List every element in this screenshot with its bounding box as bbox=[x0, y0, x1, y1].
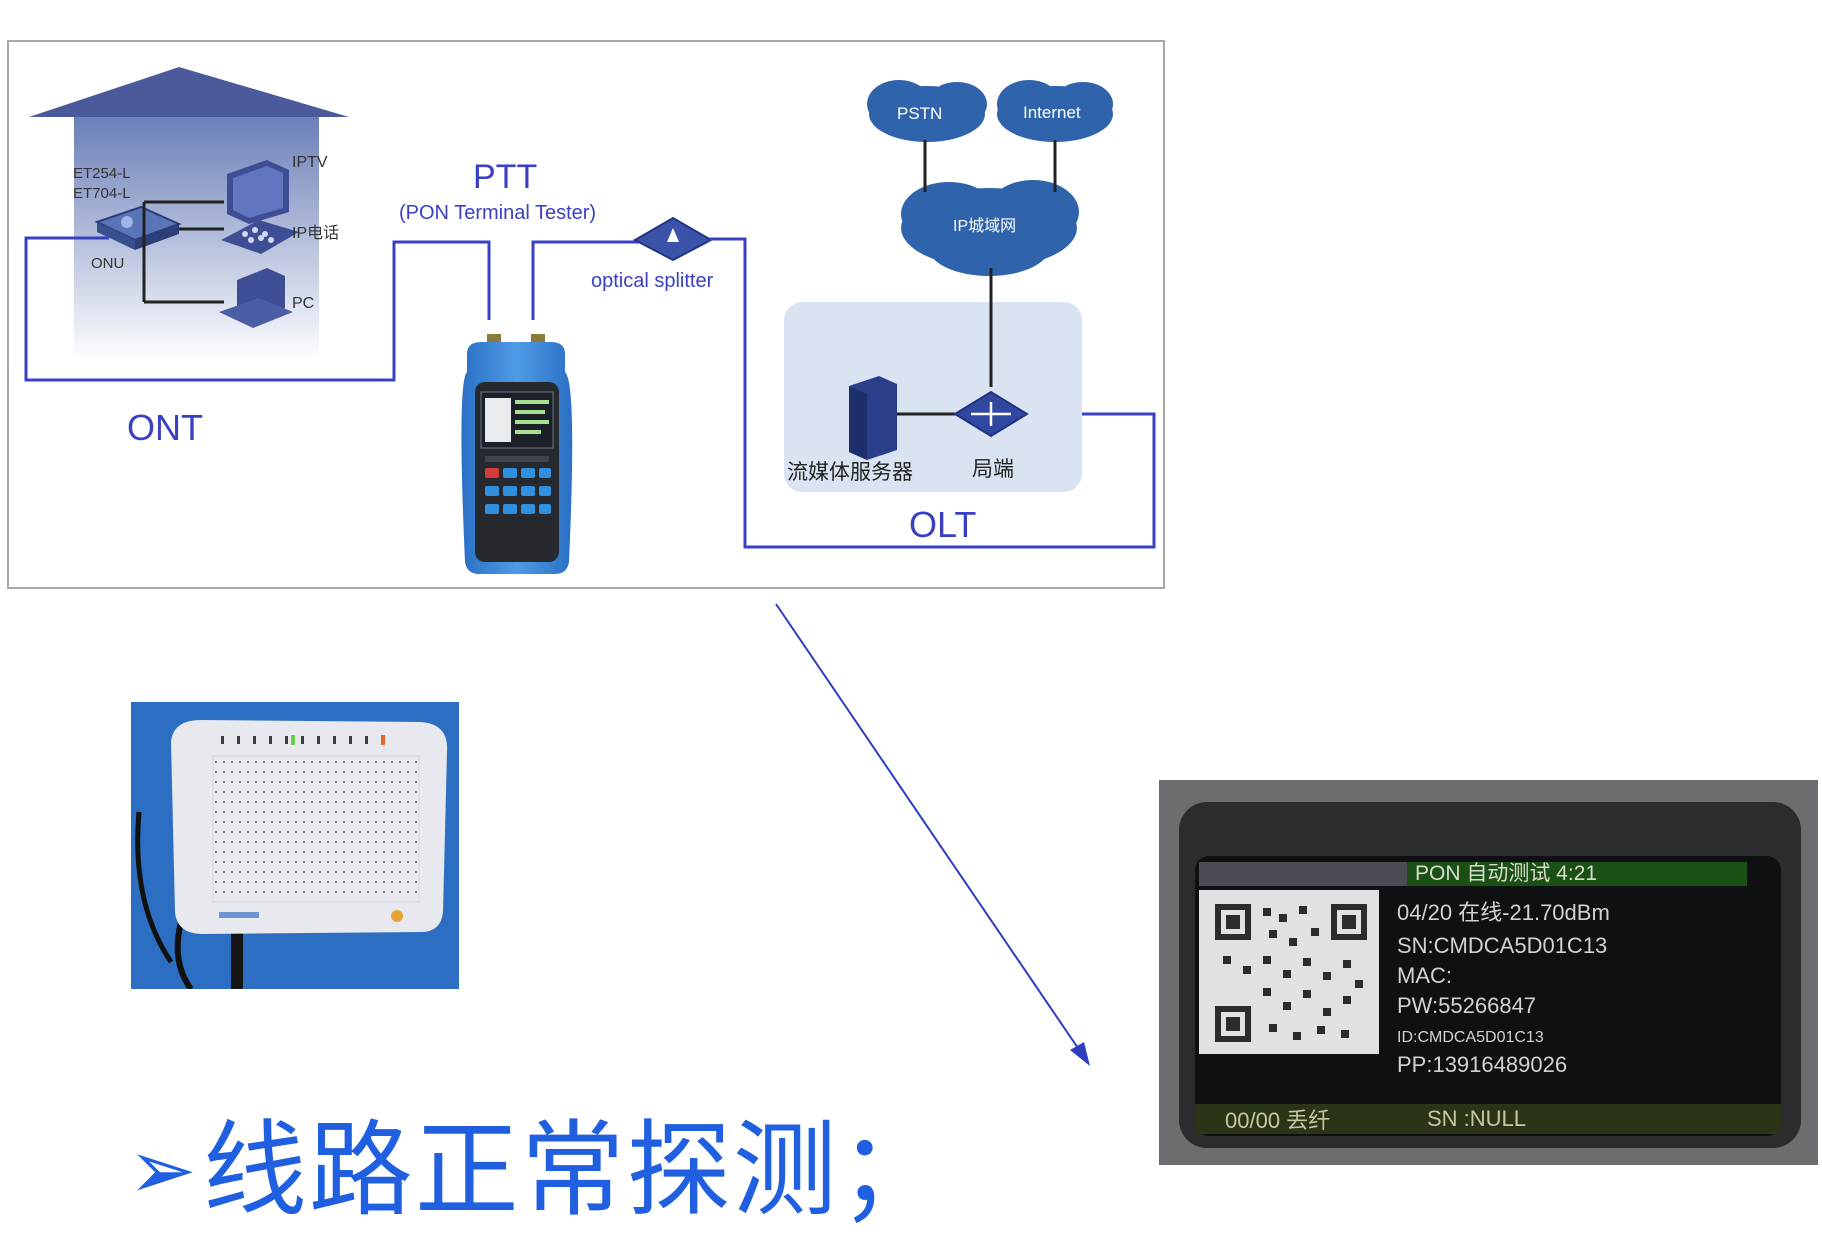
screen-line-mac: MAC: bbox=[1397, 963, 1452, 988]
arrow-bullet-icon: ➢ bbox=[128, 1123, 199, 1218]
pstn-cloud-icon bbox=[867, 80, 987, 142]
media-server-label: 流媒体服务器 bbox=[787, 461, 913, 484]
ptt-tester-device-icon bbox=[461, 334, 573, 574]
local-end-label: 局端 bbox=[972, 458, 1014, 481]
iptv-monitor-icon bbox=[227, 160, 289, 224]
screen-footer-left: 00/00 丢纤 bbox=[1225, 1108, 1330, 1133]
splitter-label: optical splitter bbox=[591, 270, 714, 292]
ptt-subtitle: (PON Terminal Tester) bbox=[399, 202, 596, 224]
screen-title: PON 自动测试 4:21 bbox=[1415, 862, 1597, 885]
screen-line-id: ID:CMDCA5D01C13 bbox=[1397, 1029, 1544, 1046]
ptt-splitter-fiber bbox=[531, 240, 641, 320]
splitter-olt-fiber bbox=[709, 237, 1156, 549]
metro-network-cloud-icon bbox=[901, 180, 1079, 276]
diagram-canvas: IPTV IP电话 PC ET254-L ET704-L ONU ONT PTT… bbox=[24, 67, 1156, 574]
ont-label: ONT bbox=[127, 407, 203, 448]
pc-label: PC bbox=[292, 295, 314, 312]
screen-line-status: 04/20 在线-21.70dBm bbox=[1397, 900, 1610, 925]
heading-text: 线路正常探测； bbox=[202, 1109, 945, 1231]
media-server-icon bbox=[849, 376, 897, 460]
screen-line-sn: SN:CMDCA5D01C13 bbox=[1397, 933, 1607, 958]
onu-label: ONU bbox=[91, 255, 124, 272]
onu-device-icon bbox=[94, 205, 182, 250]
screen-line-pw: PW:55266847 bbox=[1397, 993, 1536, 1018]
tester-screen-photo: PON 自动测试 4:21 04/20 在线-21.70dBm SN:CMDCA… bbox=[1159, 780, 1818, 1165]
ip-phone-label: IP电话 bbox=[292, 224, 339, 242]
ptt-title: PTT bbox=[473, 158, 537, 196]
ont-fiber-line bbox=[24, 236, 491, 382]
heading-line-detection: ➢线路正常探测； bbox=[128, 1085, 945, 1236]
olt-label: OLT bbox=[909, 504, 976, 545]
internet-cloud-icon bbox=[997, 80, 1113, 142]
screen-footer-right: SN :NULL bbox=[1427, 1106, 1526, 1131]
network-diagram: IPTV IP电话 PC ET254-L ET704-L ONU ONT PTT… bbox=[7, 40, 1165, 589]
ont-model-1: ET254-L bbox=[73, 165, 131, 182]
metro-network-label: IP城域网 bbox=[953, 217, 1016, 235]
iptv-label: IPTV bbox=[292, 154, 328, 171]
pc-icon bbox=[219, 268, 293, 328]
internet-label: Internet bbox=[1023, 103, 1081, 122]
ont-device-photo bbox=[131, 702, 459, 991]
olt-switch-icon bbox=[953, 390, 1029, 438]
screen-line-pp: PP:13916489026 bbox=[1397, 1052, 1567, 1077]
ont-model-2: ET704-L bbox=[73, 185, 131, 202]
ip-phone-icon bbox=[221, 220, 299, 254]
pstn-label: PSTN bbox=[897, 104, 942, 123]
